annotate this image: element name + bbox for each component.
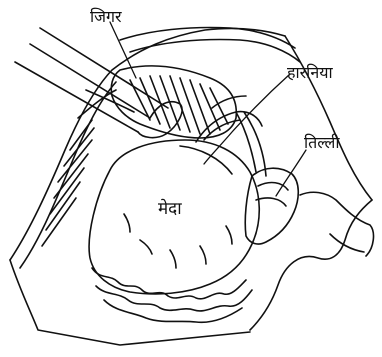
label-spleen: तिल्ली	[304, 134, 339, 152]
label-hernia: हारनिया	[287, 64, 333, 82]
stomach-body	[89, 140, 259, 322]
leader-hernia	[204, 74, 290, 164]
label-liver: जिगर	[90, 8, 122, 26]
hernia-sac	[196, 96, 266, 176]
label-stomach: मेदा	[158, 200, 182, 218]
leader-spleen	[276, 150, 306, 196]
